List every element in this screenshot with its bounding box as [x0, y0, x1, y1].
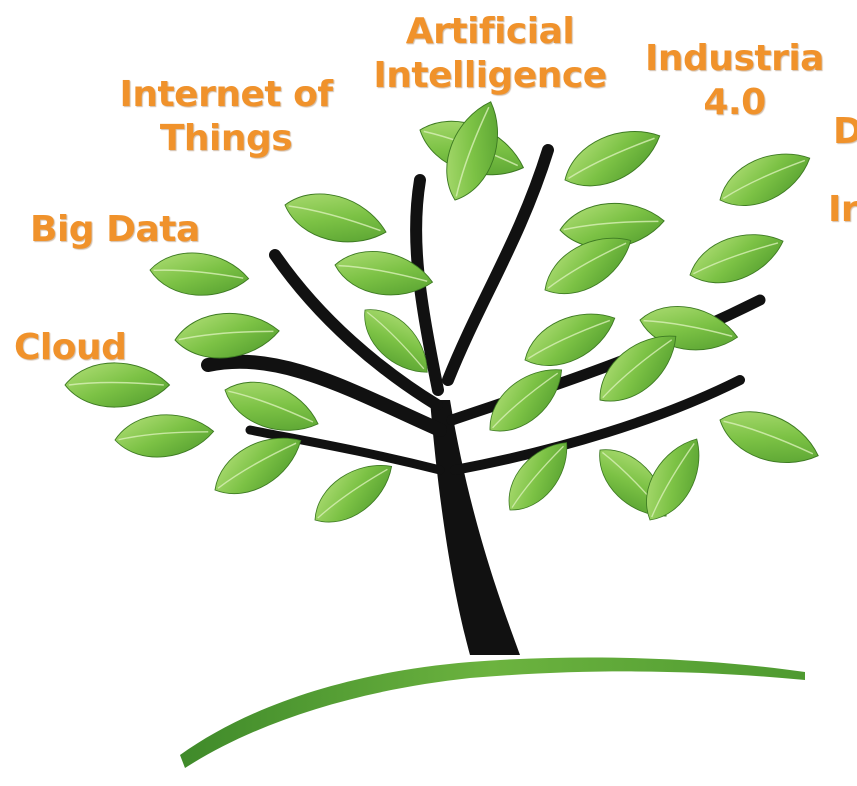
- label-artificial-intelligence: Artificial Intelligence: [373, 11, 607, 96]
- leaf-vein: [317, 468, 388, 519]
- leaf: [682, 221, 791, 296]
- leaf-vein: [288, 205, 381, 232]
- leaf-vein: [568, 137, 655, 180]
- leaf-vein: [217, 442, 297, 489]
- leaf-vein: [547, 242, 627, 289]
- trunk-and-branches: [201, 144, 766, 655]
- leaf: [710, 138, 820, 220]
- leaf: [172, 308, 282, 363]
- label-industria: Industria 4.0: [645, 38, 824, 123]
- leaf-vein: [527, 319, 611, 360]
- leaf-vein: [722, 159, 806, 200]
- leaf-vein: [651, 443, 695, 518]
- leaf-vein: [153, 269, 244, 279]
- leaf-vein: [338, 264, 428, 282]
- leaf-vein: [68, 381, 164, 386]
- label-cut-off-d: D: [833, 111, 857, 152]
- branch-left-main: [201, 354, 447, 437]
- branch-left-low: [245, 425, 445, 475]
- leaf: [555, 115, 670, 201]
- leaf-vein: [492, 372, 559, 429]
- leaf-vein: [228, 390, 314, 423]
- leaves: [64, 93, 827, 537]
- leaf-vein: [643, 319, 733, 337]
- branch-right-low: [450, 375, 745, 475]
- trunk: [430, 400, 520, 655]
- leaf-vein: [693, 242, 779, 275]
- branch-center-right: [442, 144, 554, 386]
- leaf-vein: [455, 106, 490, 197]
- leaf-vein: [366, 311, 425, 370]
- leaf: [112, 410, 216, 462]
- leaf-vein: [511, 445, 564, 508]
- label-big-data: Big Data: [30, 209, 200, 250]
- leaf: [711, 398, 827, 477]
- leaf-vein: [178, 330, 274, 341]
- leaf: [147, 248, 251, 300]
- label-cloud: Cloud: [14, 327, 127, 368]
- ground-swoosh: [180, 657, 805, 768]
- leaf: [303, 449, 404, 537]
- leaf-vein: [602, 339, 673, 399]
- label-internet-of-things: Internet of Things: [119, 74, 333, 159]
- label-cut-off-ir: Ir: [828, 189, 857, 230]
- branch-left-upper: [269, 249, 443, 411]
- leaf-vein: [723, 420, 814, 455]
- leaf: [278, 183, 393, 254]
- leaf-vein: [118, 431, 209, 441]
- leaf: [476, 354, 575, 446]
- leaf-vein: [563, 220, 659, 231]
